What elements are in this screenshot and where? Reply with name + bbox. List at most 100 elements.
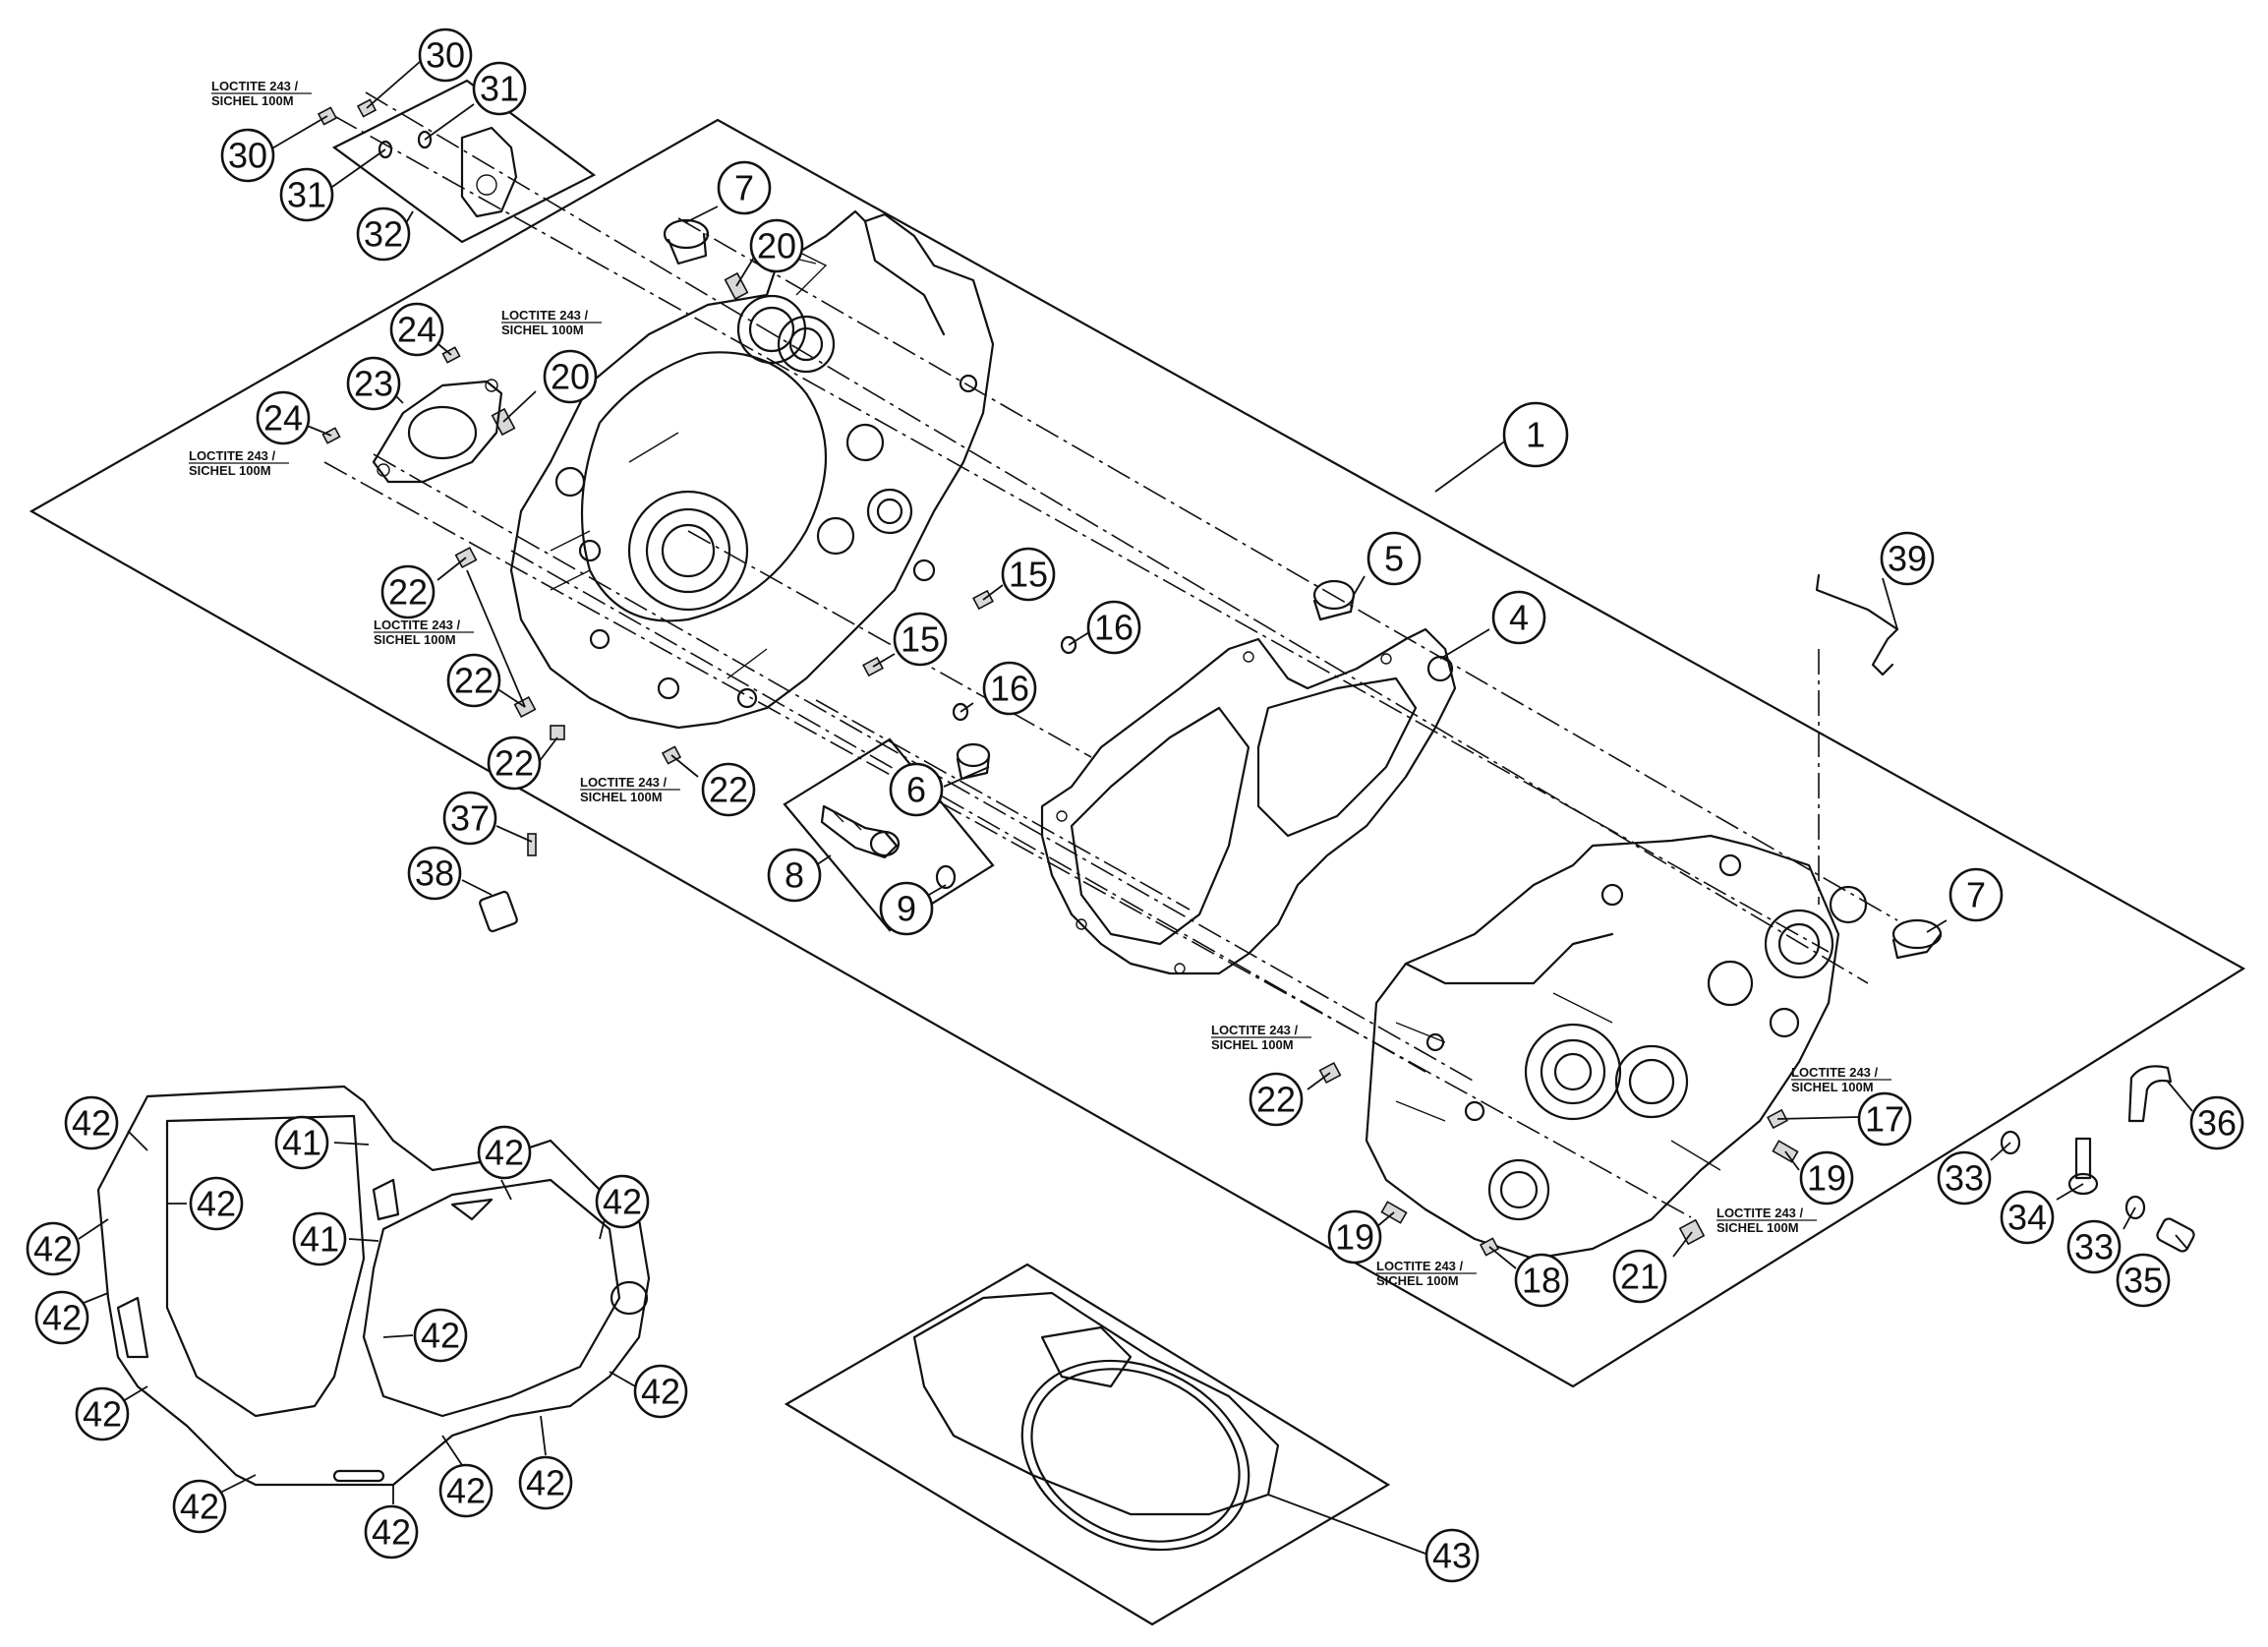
svg-text:8: 8: [785, 855, 804, 896]
svg-text:42: 42: [421, 1316, 460, 1356]
note-loctite-6: LOCTITE 243 / SICHEL 100M: [1211, 1023, 1311, 1052]
callout-16b: 16: [982, 661, 1037, 716]
svg-text:33: 33: [1945, 1158, 1984, 1199]
callout-24a: 24: [389, 302, 444, 357]
callout-41a: 41: [274, 1115, 329, 1170]
fastener-plane-top: [331, 79, 597, 244]
svg-text:43: 43: [1432, 1536, 1472, 1576]
assembly-plane: [29, 118, 2246, 1388]
callout-16a: 16: [1086, 600, 1141, 655]
svg-text:22: 22: [388, 572, 428, 613]
gasket-kit-plane: [784, 1263, 1391, 1626]
svg-text:SICHEL 100M: SICHEL 100M: [211, 93, 294, 108]
note-loctite-1: LOCTITE 243 / SICHEL 100M: [211, 79, 312, 108]
svg-text:9: 9: [897, 889, 916, 929]
callout-22a: 22: [380, 564, 436, 619]
washer-33a: [2000, 1130, 2021, 1155]
callout-34: 34: [2000, 1190, 2055, 1245]
o-ring-16a: [1060, 635, 1077, 655]
note-loctite-8: LOCTITE 243 / SICHEL 100M: [1716, 1206, 1817, 1235]
svg-text:33: 33: [2074, 1227, 2114, 1267]
callout-36: 36: [2189, 1095, 2244, 1150]
svg-text:SICHEL 100M: SICHEL 100M: [1716, 1220, 1799, 1235]
pin-37: [527, 833, 537, 856]
svg-text:42: 42: [603, 1182, 642, 1222]
callout-31b: 31: [279, 167, 334, 222]
callout-5: 5: [1367, 531, 1422, 586]
leader-lines: [78, 60, 2193, 1555]
svg-text:22: 22: [709, 770, 748, 810]
washer-33b: [2124, 1195, 2146, 1220]
callout-38: 38: [407, 846, 462, 901]
plug-38: [479, 890, 518, 933]
svg-text:LOCTITE 243 /: LOCTITE 243 /: [501, 308, 589, 323]
svg-text:42: 42: [197, 1184, 236, 1224]
svg-text:1: 1: [1526, 415, 1545, 455]
svg-text:42: 42: [180, 1487, 219, 1527]
svg-text:32: 32: [364, 214, 403, 255]
svg-text:SICHEL 100M: SICHEL 100M: [580, 790, 663, 804]
o-ring-16b: [952, 702, 969, 722]
svg-text:31: 31: [480, 69, 519, 109]
callout-42f: 42: [172, 1479, 227, 1534]
callout-8: 8: [767, 848, 822, 903]
banjo-bolt-35: [2156, 1217, 2195, 1253]
callout-42m: 42: [413, 1308, 468, 1363]
callout-33a: 33: [1937, 1150, 1992, 1206]
svg-text:LOCTITE 243 /: LOCTITE 243 /: [374, 618, 461, 632]
svg-text:22: 22: [494, 743, 534, 784]
svg-text:21: 21: [1620, 1257, 1659, 1297]
callout-4: 4: [1491, 590, 1546, 645]
callout-41b: 41: [292, 1211, 347, 1266]
svg-text:19: 19: [1807, 1158, 1846, 1199]
note-loctite-3: LOCTITE 243 / SICHEL 100M: [189, 448, 289, 478]
svg-text:42: 42: [446, 1471, 486, 1511]
fitting-34: [2067, 1137, 2099, 1196]
svg-text:42: 42: [83, 1394, 122, 1435]
svg-text:41: 41: [282, 1123, 321, 1163]
svg-text:6: 6: [906, 770, 926, 810]
svg-text:15: 15: [1009, 555, 1048, 595]
callout-33b: 33: [2066, 1219, 2122, 1274]
callout-42e: 42: [75, 1386, 130, 1441]
bushing-7-right: [1891, 918, 1943, 960]
svg-text:SICHEL 100M: SICHEL 100M: [501, 323, 584, 337]
callout-22e: 22: [1249, 1072, 1304, 1127]
gasket-plate: [96, 1085, 651, 1487]
svg-text:35: 35: [2123, 1261, 2163, 1301]
svg-text:17: 17: [1865, 1099, 1904, 1140]
washer-31a: [417, 130, 433, 149]
svg-text:41: 41: [300, 1219, 339, 1260]
callout-39: 39: [1880, 531, 1935, 586]
svg-text:18: 18: [1522, 1261, 1561, 1301]
callout-7b: 7: [1948, 867, 2004, 922]
note-loctite-2: LOCTITE 243 / SICHEL 100M: [501, 308, 602, 337]
svg-text:16: 16: [1094, 608, 1134, 648]
svg-text:23: 23: [354, 364, 393, 404]
callout-7a: 7: [717, 160, 772, 215]
bearing-plate-23: [372, 379, 503, 484]
callout-6: 6: [889, 762, 944, 817]
svg-text:31: 31: [287, 175, 326, 215]
callout-19b: 19: [1327, 1209, 1382, 1265]
crankcase-gasket: [1040, 627, 1457, 975]
callout-23: 23: [346, 356, 401, 411]
callout-42k: 42: [595, 1174, 650, 1229]
svg-text:42: 42: [42, 1298, 82, 1338]
note-loctite-9: LOCTITE 243 / SICHEL 100M: [1376, 1259, 1477, 1288]
callout-42n: 42: [83, 1184, 122, 1224]
callout-22b: 22: [446, 653, 501, 708]
callout-21: 21: [1612, 1249, 1667, 1304]
washer-31b: [378, 140, 393, 159]
callout-43: 43: [1425, 1528, 1480, 1583]
bushing-7-top: [663, 218, 710, 265]
callout-17: 17: [1857, 1091, 1912, 1147]
callout-42j: 42: [633, 1364, 688, 1419]
svg-text:LOCTITE 243 /: LOCTITE 243 /: [1211, 1023, 1299, 1037]
callout-42g: 42: [364, 1504, 419, 1559]
svg-text:LOCTITE 243 /: LOCTITE 243 /: [580, 775, 668, 790]
callout-15b: 15: [893, 612, 948, 667]
callout-42b: 42: [189, 1176, 244, 1231]
svg-text:4: 4: [1509, 598, 1529, 638]
svg-text:22: 22: [1256, 1080, 1296, 1120]
